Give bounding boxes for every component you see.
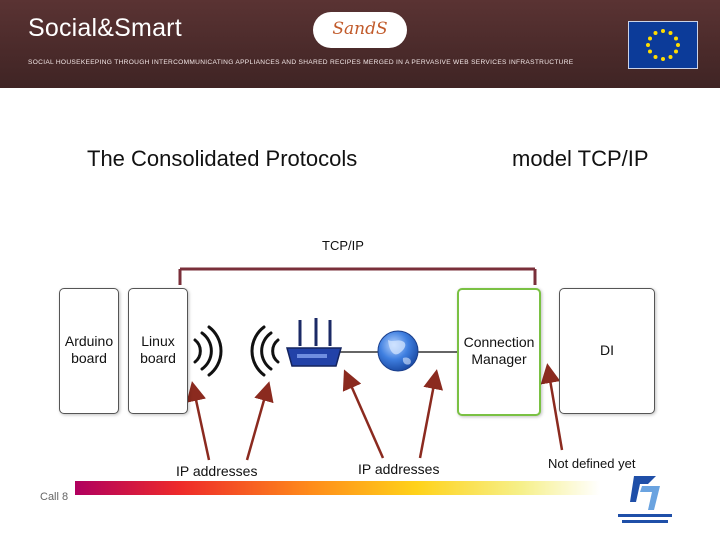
internet-globe-icon: [377, 330, 419, 372]
ip-addresses-label-2: IP addresses: [358, 461, 440, 477]
not-defined-label: Not defined yet: [548, 456, 636, 471]
eu-flag-icon: [628, 21, 698, 69]
wifi-router-icon: [286, 318, 342, 367]
call-label: Call 8: [40, 491, 69, 503]
arduino-board-label: Arduino board: [64, 333, 114, 366]
wireless-signal-icon-2: [250, 325, 280, 377]
ip-addresses-label-1: IP addresses: [176, 463, 258, 479]
slide-title-right: model TCP/IP: [512, 146, 649, 171]
connection-manager-label: Connection Manager: [463, 334, 535, 367]
logo-text: SandS: [332, 19, 388, 39]
tcpip-bracket: [178, 267, 537, 285]
annotation-arrows: [186, 363, 564, 461]
footer-color-bar: [75, 481, 600, 495]
di-label: DI: [600, 342, 614, 358]
slide-title-left: The Consolidated Protocols: [87, 146, 358, 171]
di-box: DI: [559, 288, 655, 414]
tcpip-label: TCP/IP: [322, 238, 364, 253]
sands-logo: SandS: [313, 12, 407, 48]
tagline: SOCIAL HOUSEKEEPING THROUGH INTERCOMMUNI…: [28, 59, 574, 66]
wireless-signal-icon: [193, 325, 223, 377]
header-banner: Social&Smart SandS SOCIAL HOUSEKEEPING T…: [0, 0, 720, 88]
linux-board-box: Linux board: [128, 288, 188, 414]
arduino-board-box: Arduino board: [59, 288, 119, 414]
linux-board-label: Linux board: [140, 333, 176, 366]
connection-manager-box: Connection Manager: [457, 288, 541, 416]
brand-title: Social&Smart: [28, 14, 182, 42]
fp7-logo: [610, 472, 680, 532]
